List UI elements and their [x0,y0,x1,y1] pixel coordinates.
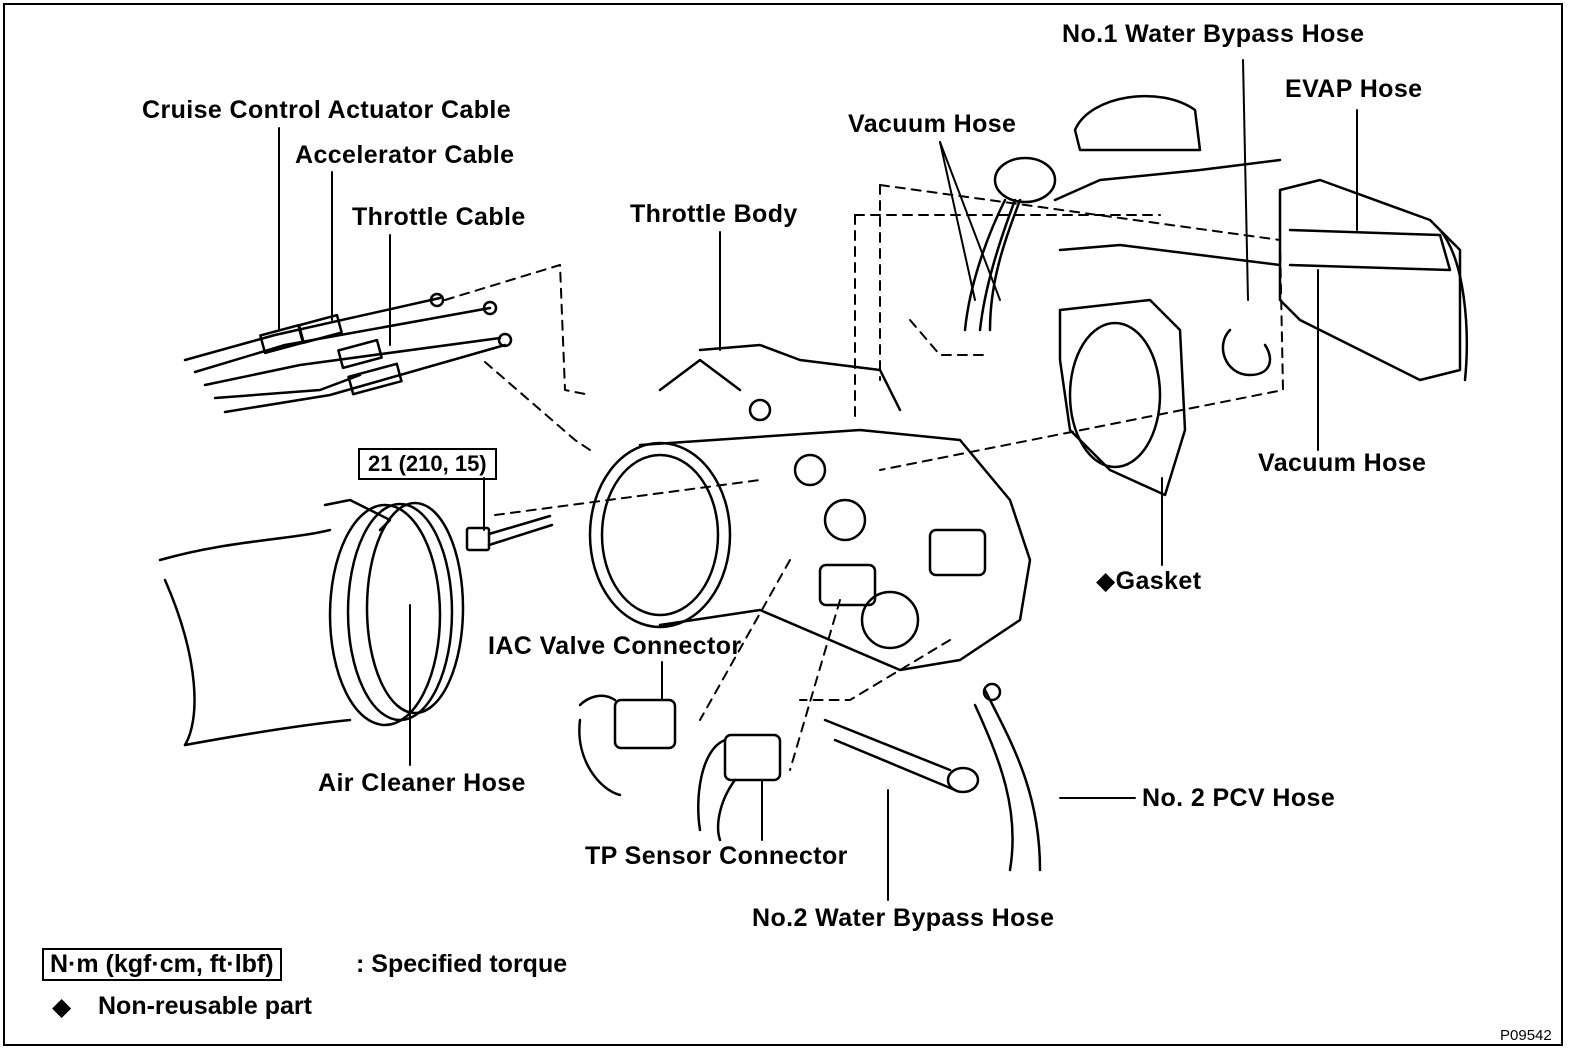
label-gasket-text: Gasket [1115,567,1202,595]
bolt [465,514,554,552]
label-air-cleaner-hose: Air Cleaner Hose [318,769,526,797]
label-vacuum-hose-right: Vacuum Hose [1258,449,1427,477]
label-iac-valve-connector: IAC Valve Connector [488,632,742,660]
label-gasket: ◆Gasket [1096,566,1201,596]
label-throttle-cable: Throttle Cable [352,203,526,231]
label-throttle-body: Throttle Body [630,200,798,228]
legend-nonreusable-desc: Non-reusable part [98,992,312,1020]
torque-spec-box: 21 (210, 15) [358,448,497,480]
diagram-frame [3,3,1563,1046]
nonreusable-marker: ◆ [1096,567,1116,595]
legend-nonreusable-symbol: ◆ [52,993,72,1021]
label-no2-pcv-hose: No. 2 PCV Hose [1142,784,1336,812]
alignment-dashes [444,184,1284,771]
evap-assembly-drawing [1221,178,1468,382]
gasket-drawing [1058,298,1187,497]
label-evap-hose: EVAP Hose [1285,75,1423,103]
figure-code: P09542 [1500,1027,1552,1044]
label-no2-water-bypass-hose: No.2 Water Bypass Hose [752,904,1055,932]
throttle-body-drawing [588,343,1032,672]
cables-group [183,292,513,414]
legend-torque-desc: : Specified torque [356,950,568,978]
label-no1-water-bypass-hose: No.1 Water Bypass Hose [1062,20,1365,48]
vacuum-hose-drawing [963,94,1282,332]
label-vacuum-hose-top: Vacuum Hose [848,110,1017,138]
label-tp-sensor-connector: TP Sensor Connector [585,842,848,870]
bypass-and-pcv-hose-drawing [823,682,1042,872]
label-accelerator-cable: Accelerator Cable [295,141,515,169]
connectors-drawing [578,694,782,842]
label-cruise-control-actuator-cable: Cruise Control Actuator Cable [142,96,512,124]
air-cleaner-hose-drawing [158,498,465,747]
legend-torque-units-box: N·m (kgf·cm, ft·lbf) [42,948,282,981]
